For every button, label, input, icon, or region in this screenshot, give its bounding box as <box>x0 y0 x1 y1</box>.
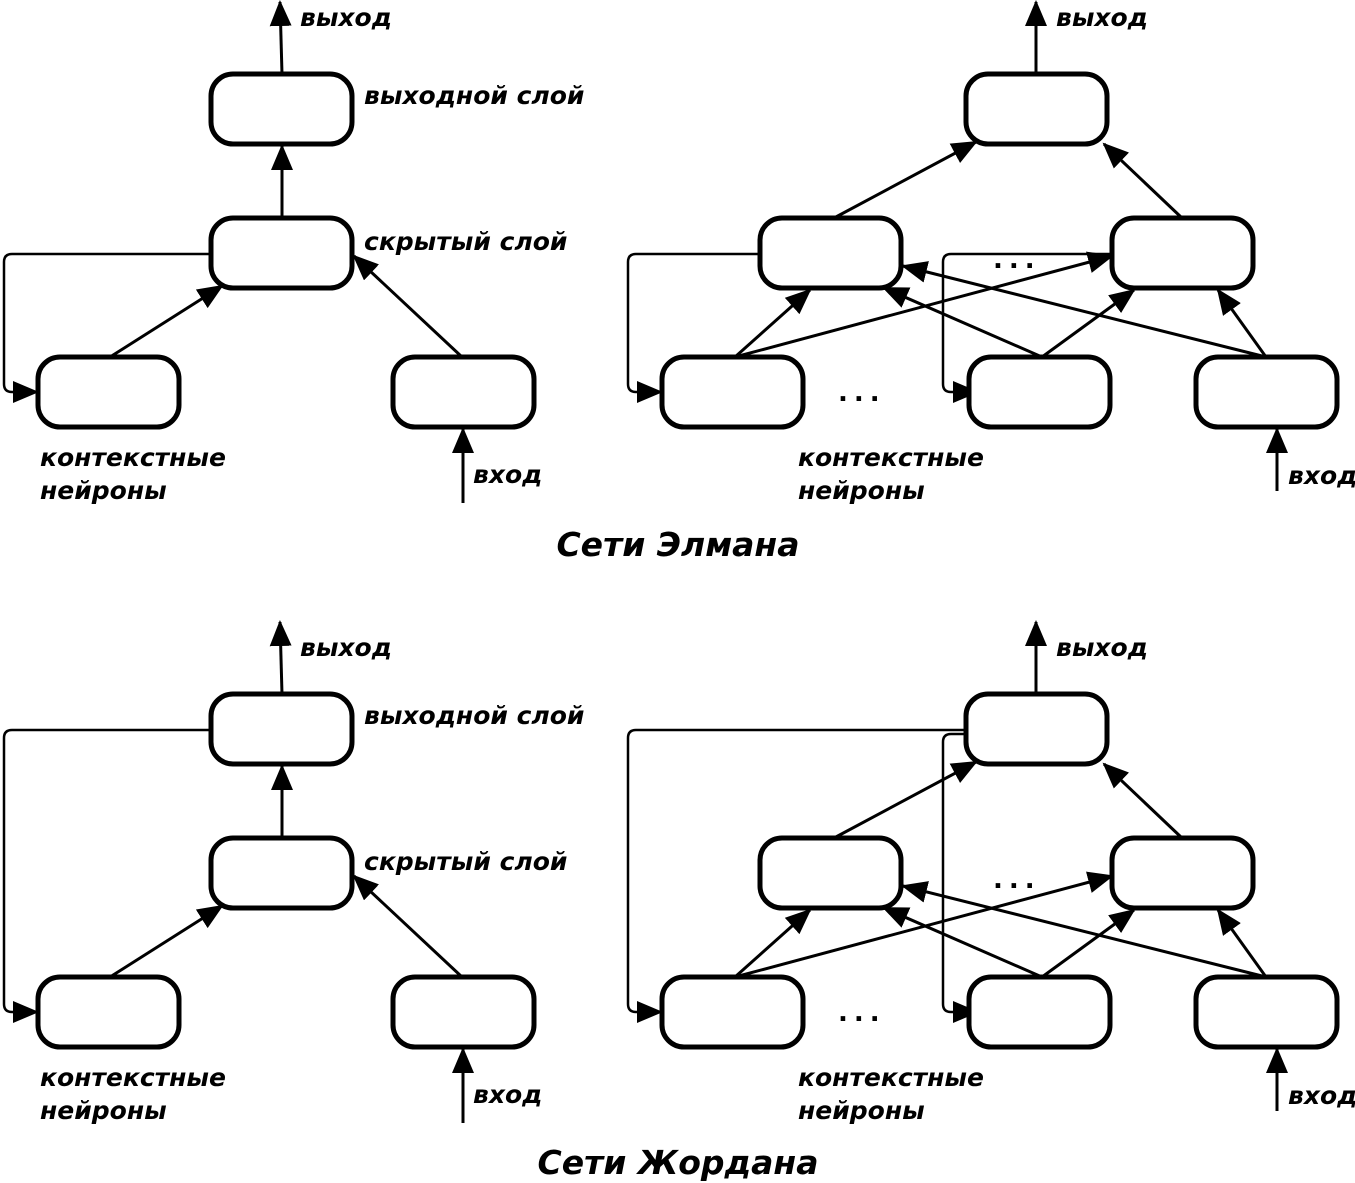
elman-right-c2-to-h2-arrow <box>1041 288 1136 359</box>
jordan-right-context-ellipsis: ... <box>838 998 886 1028</box>
jordan-left-input-label: вход <box>473 1080 542 1109</box>
jordan-right-context-label-1: контекстные <box>798 1063 984 1092</box>
jordan-right-h1-to-output-arrow <box>833 760 978 840</box>
elman-left-input-node <box>390 354 537 430</box>
elman-right-hidden-node-2 <box>1109 215 1256 291</box>
jordan-right-input-to-h2-arrow <box>1216 908 1268 978</box>
jordan-right-c1-to-h1-arrow <box>734 908 812 979</box>
jordan-right-feedback-out-c1-line <box>626 728 966 1023</box>
elman-right-context-ellipsis: ... <box>838 378 886 408</box>
elman-left-hidden-layer-label: скрытый слой <box>364 227 567 256</box>
jordan-left-output-node <box>208 691 355 767</box>
elman-left-context-label-1: контекстные <box>40 443 226 472</box>
elman-right-c1-to-h1-arrow <box>734 288 812 359</box>
elman-left-context-label-2: нейроны <box>40 476 167 505</box>
elman-right-output-node <box>963 71 1110 147</box>
jordan-left-feedback-line <box>2 728 211 1023</box>
jordan-right-feedback-out-c2-line <box>941 732 979 1023</box>
elman-right-input-to-h1-arrow <box>901 261 1267 359</box>
jordan-right-output-label: выход <box>1056 633 1148 662</box>
jordan-right-hidden-ellipsis: ... <box>993 865 1041 895</box>
jordan-right-context-node-1 <box>659 974 806 1050</box>
jordan-left-context-label-2: нейроны <box>40 1096 167 1125</box>
elman-right-context-label-2: нейроны <box>798 476 925 505</box>
elman-right-hidden-ellipsis: ... <box>993 245 1041 275</box>
elman-left-output-arrow <box>269 0 292 75</box>
elman-right-c2-to-h1-arrow <box>882 286 1043 359</box>
jordan-right-context-node-2 <box>966 974 1113 1050</box>
jordan-left-output-label: выход <box>300 633 392 662</box>
elman-left-context-node <box>35 354 182 430</box>
elman-left-input-to-hidden-arrow <box>352 254 464 359</box>
jordan-left-context-to-hidden-arrow <box>109 904 224 979</box>
elman-right-context-node-1 <box>659 354 806 430</box>
jordan-right-h2-to-output-arrow <box>1102 762 1184 840</box>
jordan-left-context-label-1: контекстные <box>40 1063 226 1092</box>
jordan-right-input-node <box>1193 974 1340 1050</box>
jordan-left-output-arrow <box>269 620 292 695</box>
elman-right-h2-to-output-arrow <box>1102 142 1184 220</box>
jordan-right-input-to-h1-arrow <box>901 881 1267 979</box>
jordan-right-c2-to-h1-arrow <box>882 906 1043 979</box>
jordan-section-title: Сети Жордана <box>537 1143 818 1182</box>
elman-left-output-label: выход <box>300 3 392 32</box>
jordan-right-c2-to-h2-arrow <box>1041 908 1136 979</box>
elman-right-context-label-1: контекстные <box>798 443 984 472</box>
elman-right-context-node-2 <box>966 354 1113 430</box>
elman-left-output-layer-label: выходной слой <box>364 81 584 110</box>
elman-right-output-label: выход <box>1056 3 1148 32</box>
jordan-left-input-to-hidden-arrow <box>352 874 464 979</box>
jordan-left-output-layer-label: выходной слой <box>364 701 584 730</box>
elman-left-feedback-line <box>2 252 211 403</box>
elman-right-hidden-node-1 <box>757 215 904 291</box>
elman-right-input-to-h2-arrow <box>1216 288 1268 358</box>
elman-right-input-node <box>1193 354 1340 430</box>
elman-left-hidden-node <box>208 215 355 291</box>
jordan-right-context-label-2: нейроны <box>798 1096 925 1125</box>
jordan-right-output-node <box>963 691 1110 767</box>
elman-right-feedback-h2-line <box>941 252 1112 403</box>
jordan-left-context-node <box>35 974 182 1050</box>
elman-right-h1-to-output-arrow <box>833 140 978 220</box>
elman-right-feedback-h1-line <box>626 252 760 403</box>
jordan-right-hidden-node-1 <box>757 835 904 911</box>
jordan-left-hidden-layer-label: скрытый слой <box>364 847 567 876</box>
elman-section-title: Сети Элмана <box>556 525 799 564</box>
jordan-right-hidden-node-2 <box>1109 835 1256 911</box>
jordan-left-input-node <box>390 974 537 1050</box>
elman-right-input-label: вход <box>1288 461 1355 490</box>
elman-left-context-to-hidden-arrow <box>109 284 224 359</box>
jordan-right-input-label: вход <box>1288 1081 1355 1110</box>
jordan-left-hidden-node <box>208 835 355 911</box>
elman-left-output-node <box>208 71 355 147</box>
elman-left-input-label: вход <box>473 460 542 489</box>
